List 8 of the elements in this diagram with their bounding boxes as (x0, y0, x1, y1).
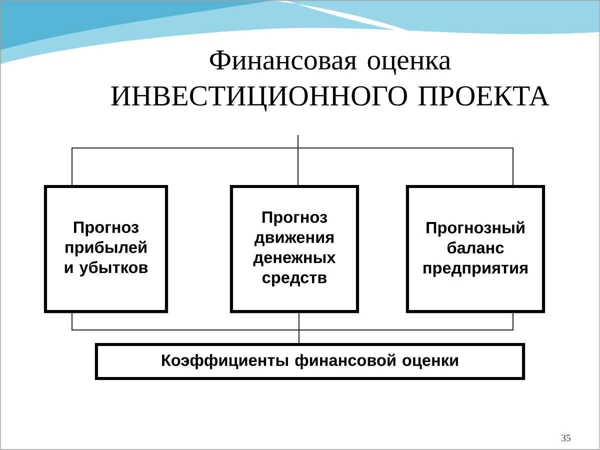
page-number: 35 (562, 434, 571, 442)
connector-line (298, 312, 514, 344)
process-box: Прогноз прибылей и убытков (44, 184, 168, 314)
title-text: Финансовая оценка ИНВЕСТИЦИОННОГО ПРОЕКТА (111, 50, 550, 112)
process-box: Коэффициенты финансовой оценки (94, 342, 526, 380)
connector-line (298, 134, 514, 186)
process-box: Прогнозный баланс предприятия (406, 184, 546, 314)
process-box: Прогноз движения денежных средств (230, 184, 360, 314)
